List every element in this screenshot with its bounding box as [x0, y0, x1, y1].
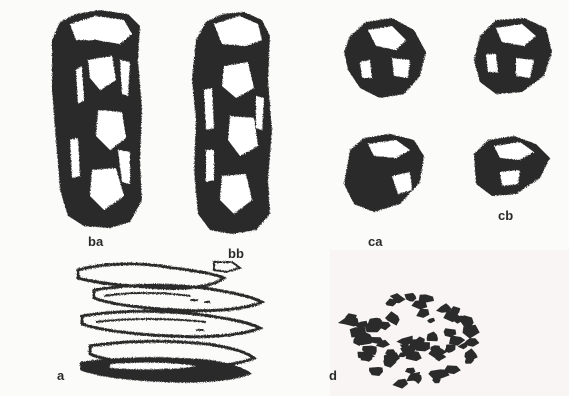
crystal-ba — [52, 10, 142, 228]
label-cb: cb — [498, 208, 513, 223]
label-ca: ca — [368, 234, 383, 249]
label-bb: bb — [228, 246, 244, 261]
crystal-bb — [192, 12, 272, 234]
label-a: a — [57, 368, 65, 383]
label-ba: ba — [88, 234, 104, 249]
label-d: d — [329, 368, 337, 383]
